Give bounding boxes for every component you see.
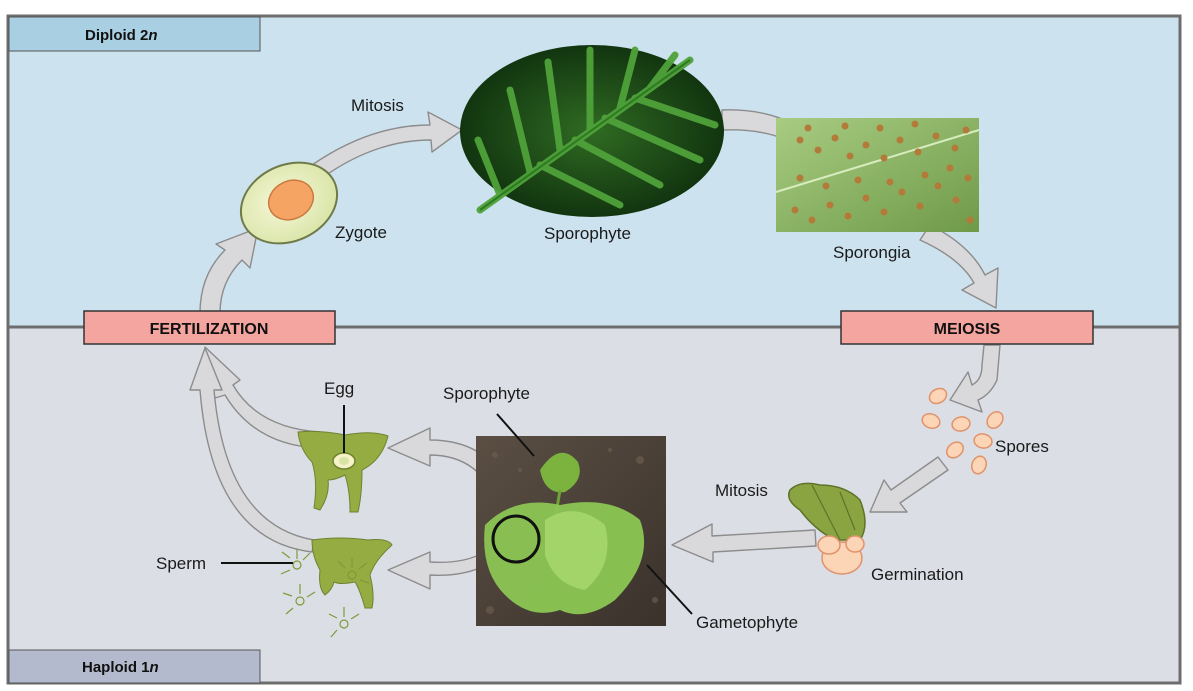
egg-label: Egg: [324, 379, 354, 398]
zygote-label: Zygote: [335, 223, 387, 242]
gametophyte-label: Gametophyte: [696, 613, 798, 632]
sporophyte-photo: [460, 45, 724, 217]
arrow-sporongia-to-meiosis: [919, 224, 999, 309]
sperm-illustration: [221, 537, 393, 638]
sporongia-photo: [775, 118, 980, 232]
diploid-tab: Diploid 2n: [8, 16, 261, 52]
sporophyte-bottom-label: Sporophyte: [443, 384, 530, 403]
diploid-label: Diploid 2n: [85, 27, 158, 44]
arrow-spores-to-germination: [869, 456, 949, 513]
zygote-illustration: [239, 161, 339, 245]
arrow-meiosis-to-spores: [949, 344, 1001, 413]
meiosis-box: MEIOSIS: [840, 310, 1094, 345]
spores-illustration: [921, 387, 1004, 475]
germination-illustration: [788, 482, 866, 575]
mitosis-bottom-label: Mitosis: [715, 481, 768, 500]
arrow-germination-to-gametophyte: [671, 523, 817, 563]
sporophyte-pointer: [496, 413, 535, 457]
egg-illustration: [297, 405, 389, 513]
sporophyte-top-label: Sporophyte: [544, 224, 631, 243]
germination-label: Germination: [871, 565, 964, 584]
haploid-tab: Haploid 1n: [8, 649, 261, 684]
spores-label: Spores: [995, 437, 1049, 456]
magnify-circle: [491, 514, 541, 564]
sperm-label: Sperm: [156, 554, 206, 573]
gametophyte-photo: [476, 436, 666, 626]
arrow-sperm-to-fertilization: [189, 347, 315, 553]
fertilization-box: FERTILIZATION: [83, 310, 336, 345]
outer-frame: [6, 14, 1182, 685]
gametophyte-pointer: [646, 564, 693, 615]
haploid-label: Haploid 1n: [82, 659, 159, 676]
mitosis-top-label: Mitosis: [351, 96, 404, 115]
fertilization-label: FERTILIZATION: [150, 321, 269, 338]
sporongia-label: Sporongia: [833, 243, 911, 262]
meiosis-label: MEIOSIS: [934, 321, 1001, 338]
